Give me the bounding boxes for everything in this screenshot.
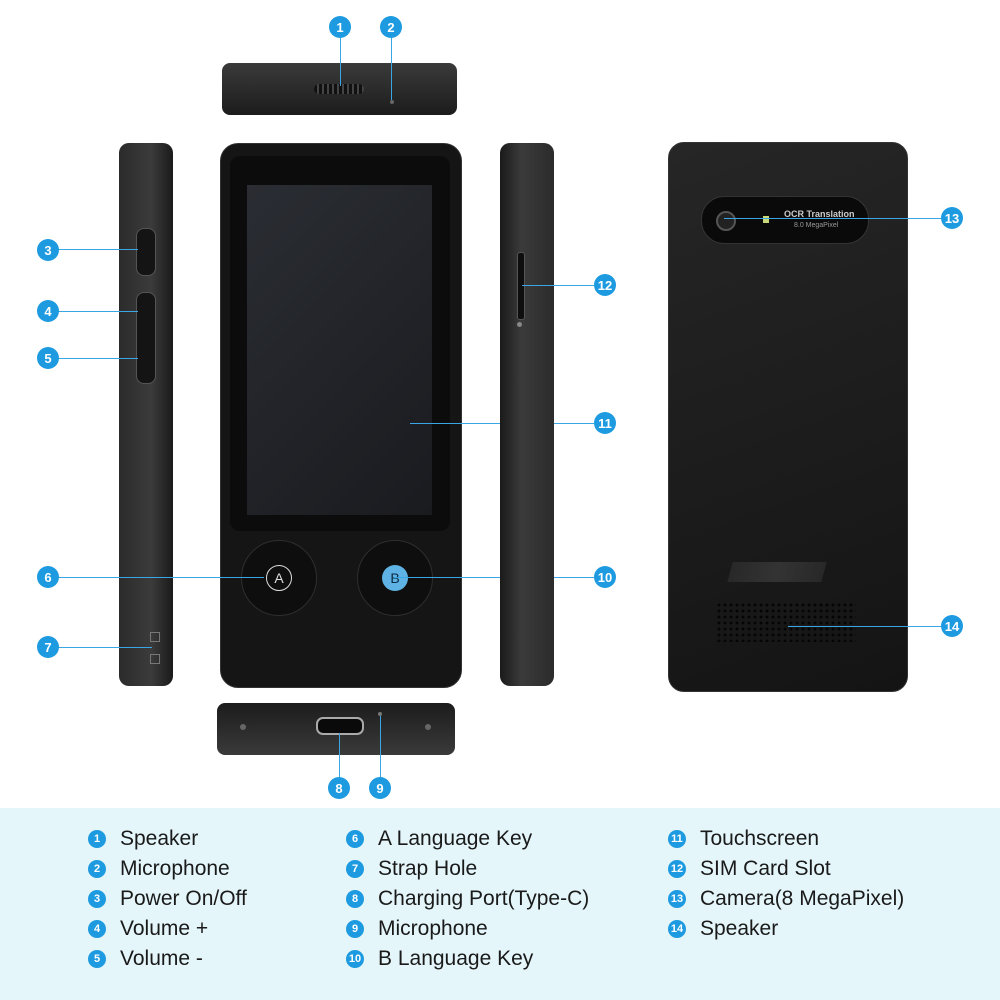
callout-badge-4: 4 (37, 300, 59, 322)
callout-line-10 (394, 577, 594, 578)
legend-label: Microphone (120, 857, 230, 880)
legend-label: A Language Key (378, 827, 533, 850)
legend-badge: 6 (346, 830, 364, 848)
legend-badge: 12 (668, 860, 686, 878)
legend-badge: 8 (346, 890, 364, 908)
b-key-circle: B (382, 565, 408, 591)
callout-badge-10: 10 (594, 566, 616, 588)
a-language-key: A (241, 540, 317, 616)
sim-eject-hole (517, 322, 522, 327)
callout-badge-8: 8 (328, 777, 350, 799)
device-left-side (119, 143, 173, 686)
legend-item: 1 Speaker (88, 825, 198, 853)
top-speaker-grille (314, 84, 364, 94)
legend-item: 10 B Language Key (346, 945, 533, 973)
legend-item: 7 Strap Hole (346, 855, 477, 883)
callout-line-5 (58, 358, 138, 359)
legend-item: 6 A Language Key (346, 825, 532, 853)
callout-line-4 (58, 311, 138, 312)
legend-label: Touchscreen (700, 827, 820, 850)
legend-item: 11 Touchscreen (668, 825, 819, 853)
legend-badge: 2 (88, 860, 106, 878)
callout-line-8 (339, 733, 340, 778)
top-microphone-hole (390, 100, 394, 104)
callout-line-2 (391, 38, 392, 100)
legend-label: Charging Port(Type-C) (378, 887, 590, 910)
legend-item: 5 Volume - (88, 945, 203, 973)
callout-line-6 (58, 577, 264, 578)
bottom-screw-right (425, 724, 431, 730)
legend-label: Power On/Off (120, 887, 247, 910)
legend-badge: 1 (88, 830, 106, 848)
callout-badge-13: 13 (941, 207, 963, 229)
power-button (136, 228, 156, 276)
legend-item: 3 Power On/Off (88, 885, 247, 913)
legend-badge: 7 (346, 860, 364, 878)
back-speaker-grille (716, 602, 856, 642)
callout-badge-14: 14 (941, 615, 963, 637)
b-language-key: B (357, 540, 433, 616)
callout-line-12 (522, 285, 594, 286)
legend-item: 12 SIM Card Slot (668, 855, 831, 883)
legend-badge: 3 (88, 890, 106, 908)
callout-badge-7: 7 (37, 636, 59, 658)
legend-item: 9 Microphone (346, 915, 488, 943)
legend-badge: 4 (88, 920, 106, 938)
back-logo-mark (727, 562, 827, 582)
bottom-microphone-hole (378, 712, 382, 716)
legend-label: Camera(8 MegaPixel) (700, 887, 905, 910)
callout-badge-3: 3 (37, 239, 59, 261)
camera-subtext: 8.0 MegaPixel (794, 222, 839, 229)
callout-line-7 (58, 647, 152, 648)
camera-text: OCR Translation (784, 209, 855, 219)
legend-item: 13 Camera(8 MegaPixel) (668, 885, 904, 913)
legend-item: 4 Volume + (88, 915, 208, 943)
legend-label: Speaker (700, 917, 779, 940)
callout-line-13 (724, 218, 941, 219)
legend-badge: 13 (668, 890, 686, 908)
legend-label: Volume - (120, 947, 203, 970)
legend-label: Microphone (378, 917, 488, 940)
strap-hole-2 (150, 654, 160, 664)
legend-badge: 9 (346, 920, 364, 938)
bottom-screw-left (240, 724, 246, 730)
a-key-circle: A (266, 565, 292, 591)
legend-badge: 11 (668, 830, 686, 848)
charging-port-usb-c (316, 717, 364, 735)
callout-line-9 (380, 716, 381, 778)
legend-panel: 1 Speaker 2 Microphone 3 Power On/Off 4 … (0, 808, 1000, 1000)
legend-label: Strap Hole (378, 857, 478, 880)
legend-badge: 5 (88, 950, 106, 968)
volume-rocker (136, 292, 156, 384)
legend-item: 2 Microphone (88, 855, 230, 883)
device-right-side (500, 143, 554, 686)
camera-module: OCR Translation 8.0 MegaPixel (701, 196, 869, 244)
callout-badge-9: 9 (369, 777, 391, 799)
legend-item: 14 Speaker (668, 915, 778, 943)
callout-badge-2: 2 (380, 16, 402, 38)
touchscreen-display (247, 185, 432, 515)
callout-badge-11: 11 (594, 412, 616, 434)
a-key-label: A (274, 570, 284, 586)
legend-label: SIM Card Slot (700, 857, 831, 880)
callout-line-3 (58, 249, 138, 250)
callout-line-1 (340, 38, 341, 86)
legend-badge: 10 (346, 950, 364, 968)
legend-label: Speaker (120, 827, 199, 850)
strap-hole-1 (150, 632, 160, 642)
legend-label: B Language Key (378, 947, 534, 970)
callout-badge-1: 1 (329, 16, 351, 38)
callout-badge-6: 6 (37, 566, 59, 588)
legend-item: 8 Charging Port(Type-C) (346, 885, 589, 913)
sim-card-slot (517, 252, 525, 320)
legend-badge: 14 (668, 920, 686, 938)
callout-badge-12: 12 (594, 274, 616, 296)
camera-flash (763, 216, 769, 223)
b-key-label: B (390, 570, 400, 586)
callout-line-14 (788, 626, 941, 627)
camera-lens (716, 211, 736, 231)
legend-label: Volume + (120, 917, 209, 940)
callout-badge-5: 5 (37, 347, 59, 369)
